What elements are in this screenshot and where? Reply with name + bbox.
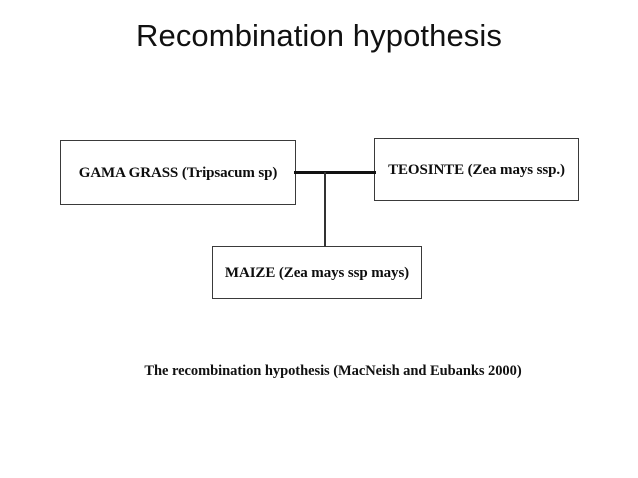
diagram-node-maize[interactable]: MAIZE (Zea mays ssp mays) [212,246,422,299]
page-title: Recombination hypothesis [136,18,502,53]
diagram-caption: The recombination hypothesis (MacNeish a… [144,363,522,379]
diagram-node-gama-grass[interactable]: GAMA GRASS (Tripsacum sp) [60,140,296,205]
connector-gama-grass-to-teosinte [294,171,376,174]
diagram-node-teosinte[interactable]: TEOSINTE (Zea mays ssp.) [374,138,579,201]
connector-junction-to-maize [324,172,326,247]
diagram-node-maize-label: MAIZE (Zea mays ssp mays) [224,264,410,281]
diagram-node-teosinte-label: TEOSINTE (Zea mays ssp.) [388,161,565,178]
diagram-node-gama-grass-label: GAMA GRASS (Tripsacum sp) [78,164,278,181]
